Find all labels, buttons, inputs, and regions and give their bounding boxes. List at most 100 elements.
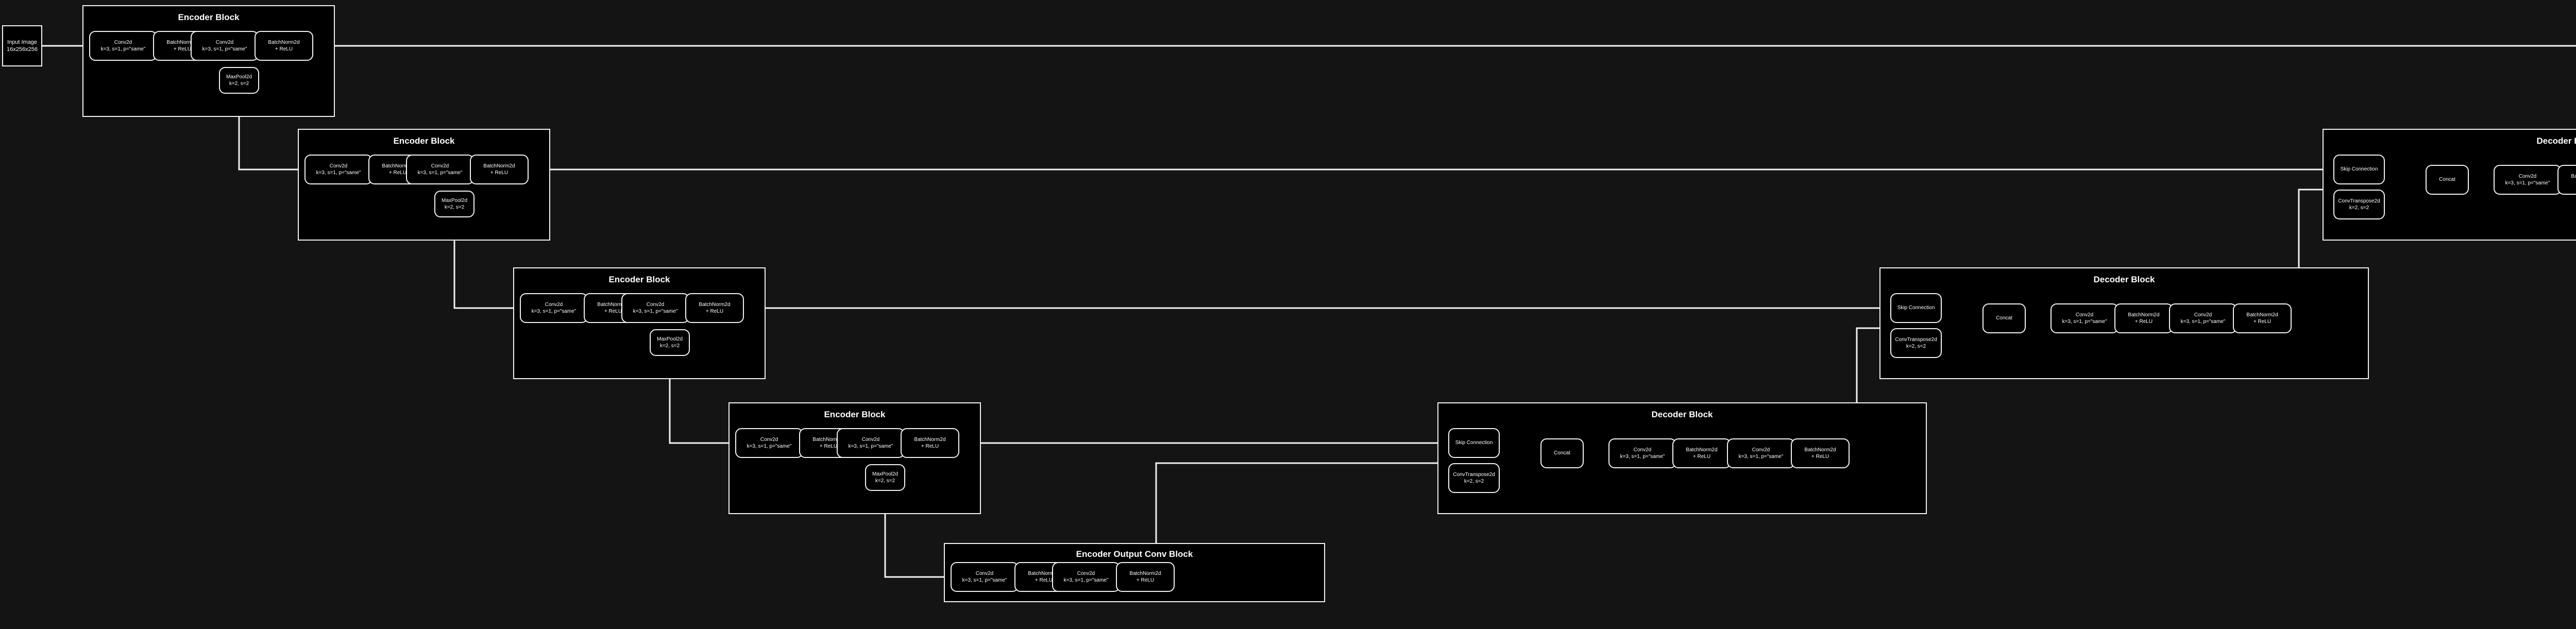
enc2-batchnorm-1-line1: BatchNorm2d — [382, 163, 414, 169]
dec2-batchnorm-2-line2: + ReLU — [2253, 319, 2272, 325]
dec2-batchnorm-1-line1: BatchNorm2d — [2128, 312, 2160, 318]
dec2-skip-connection-label: Skip Connection — [1897, 305, 1935, 311]
enc3-conv2d-2[interactable]: Conv2d k=3, s=1, p="same" — [621, 293, 689, 323]
enc3-maxpool2d[interactable]: MaxPool2d k=2, s=2 — [650, 329, 690, 356]
encoder-block-1-title: Encoder Block — [178, 12, 240, 22]
dec2-batchnorm-1-line2: + ReLU — [2134, 319, 2153, 325]
encout-batchnorm-1-line1: BatchNorm2d — [1028, 570, 1060, 576]
enc1-batchnorm-1-line1: BatchNorm2d — [166, 39, 198, 45]
enc1-conv2d-1[interactable]: Conv2d k=3, s=1, p="same" — [89, 31, 157, 61]
enc2-conv2d-2-line1: Conv2d — [431, 163, 449, 169]
enc2-conv2d-1[interactable]: Conv2d k=3, s=1, p="same" — [304, 155, 372, 184]
encout-batchnorm-1-line2: + ReLU — [1035, 577, 1053, 583]
enc1-batchnorm-2-line2: + ReLU — [275, 46, 293, 52]
dec2-batchnorm-1[interactable]: BatchNorm2d + ReLU — [2114, 303, 2173, 333]
dec3-concat[interactable]: Concat — [2426, 165, 2469, 195]
enc4-conv2d-1[interactable]: Conv2d k=3, s=1, p="same" — [735, 428, 803, 458]
dec1-convtranspose2d-line1: ConvTranspose2d — [1453, 471, 1495, 478]
dec1-batchnorm-2-line2: + ReLU — [1811, 454, 1829, 460]
encoder-output-conv-block-title: Encoder Output Conv Block — [1076, 549, 1193, 559]
encoder-block-2: Encoder Block — [298, 129, 550, 241]
dec1-convtranspose2d-line2: k=2, s=2 — [1464, 479, 1484, 484]
decoder-block-2-title: Decoder Block — [2093, 275, 2155, 284]
dec2-conv2d-2[interactable]: Conv2d k=3, s=1, p="same" — [2169, 303, 2237, 333]
encoder-block-2-title: Encoder Block — [393, 136, 455, 146]
enc1-conv2d-2-line1: Conv2d — [215, 39, 234, 45]
enc2-conv2d-1-line2: k=3, s=1, p="same" — [316, 170, 361, 176]
enc3-conv2d-1[interactable]: Conv2d k=3, s=1, p="same" — [520, 293, 588, 323]
enc3-batchnorm-2[interactable]: BatchNorm2d + ReLU — [685, 293, 744, 323]
enc4-maxpool2d-line1: MaxPool2d — [872, 471, 899, 477]
encout-batchnorm-2[interactable]: BatchNorm2d + ReLU — [1116, 562, 1175, 592]
dec2-conv2d-1[interactable]: Conv2d k=3, s=1, p="same" — [2050, 303, 2119, 333]
input-image-label-line1: Input Image — [7, 39, 38, 45]
encout-batchnorm-2-line1: BatchNorm2d — [1129, 570, 1161, 576]
enc4-batchnorm-2-line2: + ReLU — [921, 444, 939, 449]
enc2-batchnorm-1-line2: + ReLU — [388, 170, 407, 176]
dec1-batchnorm-1[interactable]: BatchNorm2d + ReLU — [1672, 438, 1731, 468]
enc4-conv2d-2[interactable]: Conv2d k=3, s=1, p="same" — [837, 428, 905, 458]
dec2-conv2d-2-line1: Conv2d — [2194, 312, 2212, 318]
dec1-batchnorm-2-line1: BatchNorm2d — [1804, 447, 1836, 453]
enc3-batchnorm-1-line2: + ReLU — [604, 309, 622, 314]
decoder-block-1-title: Decoder Block — [1651, 410, 1713, 419]
enc2-maxpool2d-line2: k=2, s=2 — [444, 205, 465, 210]
enc1-maxpool2d[interactable]: MaxPool2d k=2, s=2 — [219, 67, 259, 94]
enc3-batchnorm-2-line1: BatchNorm2d — [699, 301, 731, 308]
decoder-block-3-title: Decoder Block — [2536, 136, 2576, 146]
enc4-batchnorm-2[interactable]: BatchNorm2d + ReLU — [901, 428, 959, 458]
dec3-convtranspose2d[interactable]: ConvTranspose2d k=2, s=2 — [2333, 190, 2385, 219]
dec1-skip-connection[interactable]: Skip Connection — [1448, 428, 1500, 458]
encout-batchnorm-2-line2: + ReLU — [1136, 577, 1155, 583]
dec3-batchnorm-1-line1: BatchNorm2d — [2571, 173, 2576, 179]
enc4-maxpool2d[interactable]: MaxPool2d k=2, s=2 — [865, 464, 905, 491]
encout-conv2d-2[interactable]: Conv2d k=3, s=1, p="same" — [1052, 562, 1120, 592]
dec3-skip-connection-label: Skip Connection — [2340, 166, 2378, 173]
dec1-convtranspose2d[interactable]: ConvTranspose2d k=2, s=2 — [1448, 463, 1500, 493]
dec1-batchnorm-2[interactable]: BatchNorm2d + ReLU — [1791, 438, 1850, 468]
enc2-maxpool2d[interactable]: MaxPool2d k=2, s=2 — [434, 191, 474, 217]
input-image-label-line2: 16x256x256 — [7, 46, 38, 53]
enc3-conv2d-1-line1: Conv2d — [545, 301, 563, 308]
dec3-skip-connection[interactable]: Skip Connection — [2333, 155, 2385, 184]
enc4-conv2d-2-line1: Conv2d — [861, 436, 880, 443]
dec1-conv2d-1[interactable]: Conv2d k=3, s=1, p="same" — [1608, 438, 1676, 468]
dec1-conv2d-2-line2: k=3, s=1, p="same" — [1738, 454, 1784, 460]
dec2-conv2d-1-line1: Conv2d — [2075, 312, 2094, 318]
enc1-maxpool2d-line1: MaxPool2d — [226, 74, 252, 80]
dec2-convtranspose2d[interactable]: ConvTranspose2d k=2, s=2 — [1890, 328, 1942, 358]
encout-conv2d-2-line2: k=3, s=1, p="same" — [1063, 577, 1109, 583]
dec2-batchnorm-2[interactable]: BatchNorm2d + ReLU — [2233, 303, 2292, 333]
enc3-conv2d-2-line2: k=3, s=1, p="same" — [633, 309, 678, 314]
dec1-concat[interactable]: Concat — [1540, 438, 1584, 468]
enc2-batchnorm-2[interactable]: BatchNorm2d + ReLU — [470, 155, 529, 184]
enc4-batchnorm-2-line1: BatchNorm2d — [914, 436, 946, 443]
enc3-batchnorm-2-line2: + ReLU — [705, 309, 724, 314]
dec3-concat-label: Concat — [2439, 177, 2455, 183]
dec2-skip-connection[interactable]: Skip Connection — [1890, 293, 1942, 323]
enc2-conv2d-2[interactable]: Conv2d k=3, s=1, p="same" — [406, 155, 474, 184]
encout-conv2d-1[interactable]: Conv2d k=3, s=1, p="same" — [951, 562, 1019, 592]
encoder-block-4-title: Encoder Block — [824, 410, 886, 419]
enc1-maxpool2d-line2: k=2, s=2 — [229, 81, 249, 87]
encoder-block-3-title: Encoder Block — [608, 275, 670, 284]
dec1-conv2d-1-line2: k=3, s=1, p="same" — [1620, 454, 1665, 460]
dec3-convtranspose2d-line1: ConvTranspose2d — [2338, 198, 2380, 204]
enc1-conv2d-2[interactable]: Conv2d k=3, s=1, p="same" — [191, 31, 259, 61]
dec2-convtranspose2d-line1: ConvTranspose2d — [1895, 336, 1937, 343]
dec3-batchnorm-1[interactable]: BatchNorm2d + ReLU — [2557, 165, 2576, 195]
enc2-maxpool2d-line1: MaxPool2d — [441, 197, 468, 203]
encout-conv2d-1-line2: k=3, s=1, p="same" — [962, 577, 1007, 583]
dec3-conv2d-1[interactable]: Conv2d k=3, s=1, p="same" — [2494, 165, 2562, 195]
enc2-batchnorm-2-line2: + ReLU — [490, 170, 509, 176]
enc2-conv2d-1-line1: Conv2d — [329, 163, 348, 169]
dec2-batchnorm-2-line1: BatchNorm2d — [2246, 312, 2278, 318]
dec1-conv2d-2-line1: Conv2d — [1752, 447, 1770, 453]
enc4-conv2d-1-line1: Conv2d — [760, 436, 778, 443]
enc1-batchnorm-2[interactable]: BatchNorm2d + ReLU — [255, 31, 313, 61]
dec2-concat[interactable]: Concat — [1982, 303, 2026, 333]
dec1-conv2d-2[interactable]: Conv2d k=3, s=1, p="same" — [1727, 438, 1795, 468]
dec2-convtranspose2d-line2: k=2, s=2 — [1906, 344, 1926, 349]
dec1-batchnorm-1-line1: BatchNorm2d — [1686, 447, 1718, 453]
encoder-block-3: Encoder Block — [513, 267, 766, 379]
